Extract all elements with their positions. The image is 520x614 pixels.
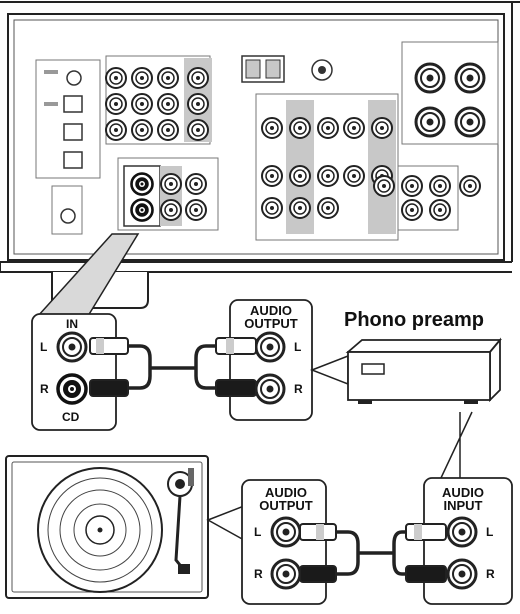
rca-plug-icon: [90, 338, 128, 354]
rca-plug-icon: [406, 566, 446, 582]
preamp-input-left-label: L: [486, 526, 493, 538]
turntable-output-right-label: R: [254, 568, 263, 580]
cd-input-callout: [32, 314, 128, 430]
cd-right-label: R: [40, 383, 49, 395]
preamp-input-right-label: R: [486, 568, 495, 580]
preamp-output-title: AUDIO OUTPUT: [244, 304, 298, 330]
rca-plug-icon: [90, 380, 128, 396]
preamp-input-title: AUDIO INPUT: [438, 486, 488, 512]
cd-left-jack-icon: [58, 333, 86, 361]
phono-preamp-device: [312, 340, 500, 404]
preamp-out-right-jack-icon: [256, 375, 284, 403]
preamp-output-left-label: L: [294, 341, 301, 353]
rca-plug-icon: [216, 380, 256, 396]
turntable-out-left-jack-icon: [272, 518, 300, 546]
turntable-out-right-jack-icon: [272, 560, 300, 588]
receiver-rear-panel: [0, 2, 520, 308]
rca-plug-icon: [216, 338, 256, 354]
rca-plug-icon: [300, 566, 336, 582]
turntable-icon: [6, 456, 208, 598]
cd-right-jack-icon: [58, 375, 86, 403]
phono-preamp-label: Phono preamp: [344, 310, 484, 330]
rca-plug-icon: [406, 524, 446, 540]
cd-in-label: IN: [66, 318, 78, 330]
turntable-output-left-label: L: [254, 526, 261, 538]
preamp-out-left-jack-icon: [256, 333, 284, 361]
turntable-output-title: AUDIO OUTPUT: [256, 486, 316, 512]
preamp-in-left-jack-icon: [448, 518, 476, 546]
cd-name-label: CD: [62, 411, 79, 423]
preamp-output-right-label: R: [294, 383, 303, 395]
preamp-in-right-jack-icon: [448, 560, 476, 588]
cd-left-label: L: [40, 341, 47, 353]
